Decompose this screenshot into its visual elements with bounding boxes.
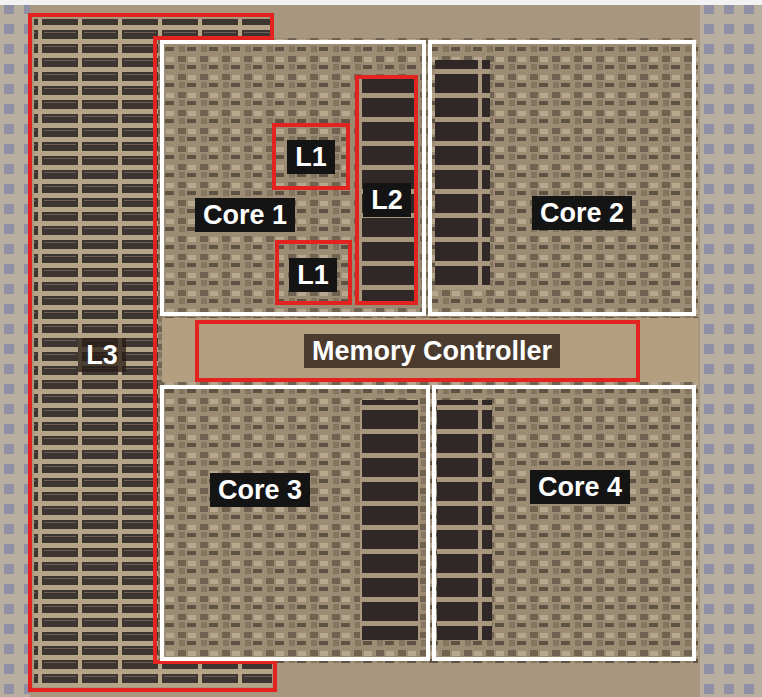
cache-region: L2: [355, 75, 418, 305]
region-label: Core 4: [530, 470, 630, 504]
region-label: L1: [287, 140, 335, 174]
core-region: Core 1L1L2L1: [160, 40, 426, 316]
cache-region: L3: [30, 15, 275, 690]
controller-region: Memory Controller: [195, 320, 640, 382]
region-label: L1: [289, 258, 337, 292]
region-label: L2: [363, 183, 411, 217]
region-label: Core 1: [195, 198, 295, 232]
cache-region: L1: [272, 123, 350, 190]
core-region: Core 4: [432, 385, 696, 661]
region-label: Core 2: [532, 196, 632, 230]
cache-region: L1: [275, 240, 352, 305]
region-label: L3: [78, 338, 126, 372]
region-outline: [30, 15, 275, 690]
core-region: Core 2: [428, 40, 696, 316]
region-label: Core 3: [210, 473, 310, 507]
core-region: Core 3: [160, 385, 430, 661]
region-label: Memory Controller: [304, 334, 560, 368]
